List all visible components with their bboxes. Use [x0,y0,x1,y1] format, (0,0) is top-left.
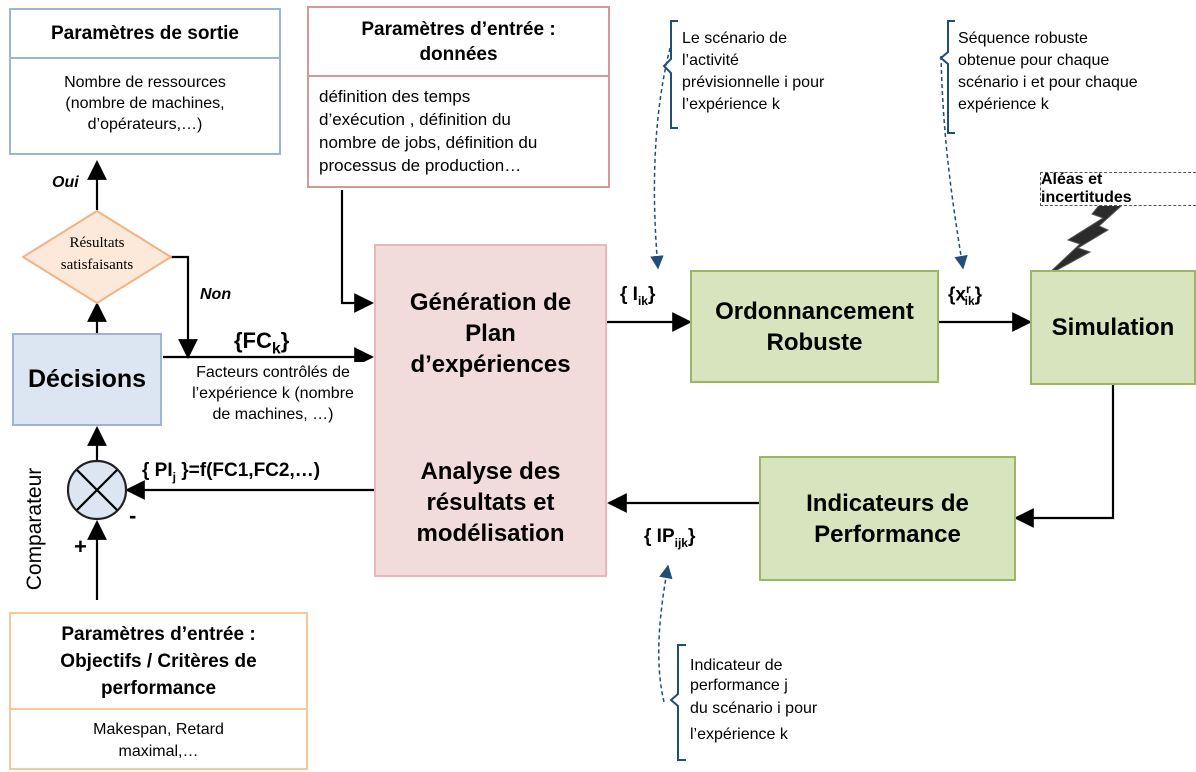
hazards-label: Aléas et incertitudes [1040,171,1196,206]
ordonnancement-box: Ordonnancement Robuste [690,270,939,383]
input-data-title-2: données [419,43,498,65]
pointer-sequence [940,55,968,270]
objectives-line-2: maximal,… [118,743,199,760]
brace-scenario [662,20,678,129]
pij-label: { PIj }=f(FC1,FC2,…) [142,460,321,484]
pointer-perf [658,564,673,703]
output-params-line-2: (nombre de machines, [65,95,225,112]
xrik-label: {xrik} [948,282,983,309]
input-data-line-3: nombre de jobs, définition du [319,133,538,152]
brace-perf [669,644,686,761]
output-params-line-3: d’opérateurs,…) [87,116,203,133]
arrow-sim-to-indicators [1014,385,1115,528]
sequence-note: Séquence robuste obtenue pour chaque scé… [958,30,1138,113]
input-data-title-1: Paramètres d’entrée : [361,18,556,40]
non-label: Non [200,286,232,303]
pointer-scenario [650,47,671,270]
input-data-line-4: processus de production… [319,156,522,175]
simulation-box: Simulation [1030,270,1196,385]
output-params-box: Paramètres de sortie Nombre de ressource… [9,8,281,155]
decision-diamond [22,210,172,304]
objectives-box: Paramètres d’entrée : Objectifs / Critèr… [9,612,308,770]
indicators-box: Indicateurs de Performance [759,456,1016,581]
perf-note: Indicateur de performance j du scénario … [690,657,818,743]
scenario-note: Le scénario de l’activité prévisionnelle… [682,30,825,113]
comparateur-label: Comparateur [23,467,46,591]
ipijk-label: { IPijk} [644,526,696,550]
generation-text: Génération de Plan d’expériences [409,289,572,378]
plus-sign: + [74,534,87,559]
input-data-line-1: définition des temps [319,87,471,106]
decisions-box: Décisions [12,333,162,426]
output-params-line-1: Nombre de ressources [64,74,226,91]
input-data-box: Paramètres d’entrée : données définition… [307,6,610,188]
factors-note: Facteurs contrôlés de l’expérience k (no… [168,362,378,425]
fck-label: {FCk} [234,328,290,358]
minus-sign: - [129,503,137,528]
output-params-title: Paramètres de sortie [11,10,279,59]
analysis-text: Analyse des résultats et modélisation [416,458,565,547]
objectives-line-1: Makespan, Retard [93,721,224,738]
arrow-input-data [340,190,374,313]
oui-label: Oui [52,174,79,191]
brace-sequence [939,20,955,134]
lik-label: { Iik} [620,284,656,308]
input-data-line-2: d’exécution , définition du [319,110,511,129]
decision-diamond-text: Résultats satisfaisants [60,235,134,273]
generation-analysis-block: Génération de Plan d’expériences Analyse… [374,244,607,577]
